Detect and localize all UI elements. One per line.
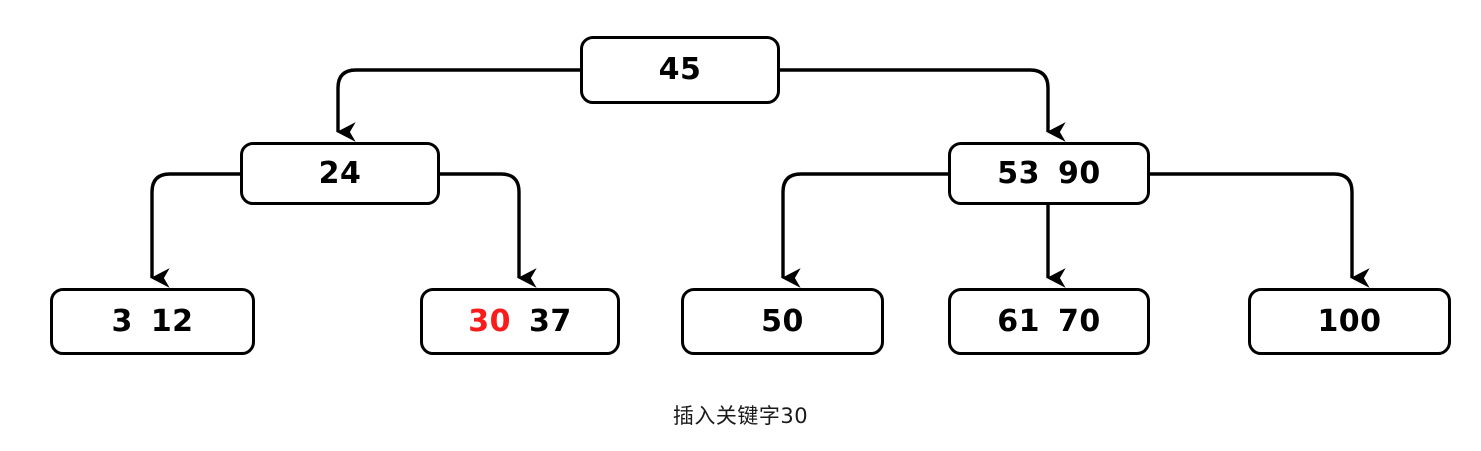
btree-node-leaf-4[interactable]: 61 70 [948, 288, 1150, 355]
node-key: 90 [1058, 155, 1101, 191]
node-key: 12 [150, 303, 194, 339]
node-key-list: 61 70 [997, 303, 1101, 339]
node-key: 3 [111, 303, 133, 339]
diagram-caption: 插入关键字30 [672, 404, 809, 428]
node-key-highlighted: 30 [468, 303, 511, 339]
node-key-list: 30 37 [468, 303, 572, 339]
node-key-list: 53 90 [997, 155, 1101, 191]
tree-edge-right-to-leaf5 [1150, 172, 1370, 288]
tree-edge-left-to-leaf2 [440, 172, 537, 288]
node-key-list: 45 [659, 55, 702, 85]
btree-node-leaf-1[interactable]: 3 12 [50, 288, 255, 355]
node-key-list: 50 [761, 303, 804, 339]
tree-edge-left-to-leaf1 [150, 172, 240, 288]
node-key: 70 [1058, 303, 1101, 339]
node-key: 24 [318, 155, 362, 191]
btree-node-internal-right[interactable]: 53 90 [948, 142, 1150, 205]
btree-node-root[interactable]: 45 [580, 36, 780, 104]
node-key-list: 3 12 [111, 303, 194, 339]
tree-edge-right-to-leaf3 [781, 172, 948, 288]
btree-node-leaf-2[interactable]: 30 37 [420, 288, 620, 355]
node-key-list: 24 [318, 155, 362, 191]
btree-node-leaf-5[interactable]: 100 [1248, 288, 1451, 355]
node-key: 53 [997, 155, 1040, 191]
btree-node-internal-left[interactable]: 24 [240, 142, 440, 205]
tree-edge-root-to-right [780, 68, 1066, 142]
node-key: 50 [761, 303, 804, 339]
node-key: 100 [1317, 303, 1382, 339]
node-key: 45 [658, 52, 702, 87]
node-key: 61 [997, 303, 1040, 339]
btree-node-leaf-3[interactable]: 50 [681, 288, 884, 355]
tree-edge-root-to-left [336, 68, 580, 142]
node-key: 37 [529, 303, 572, 339]
node-key-list: 100 [1317, 303, 1382, 339]
